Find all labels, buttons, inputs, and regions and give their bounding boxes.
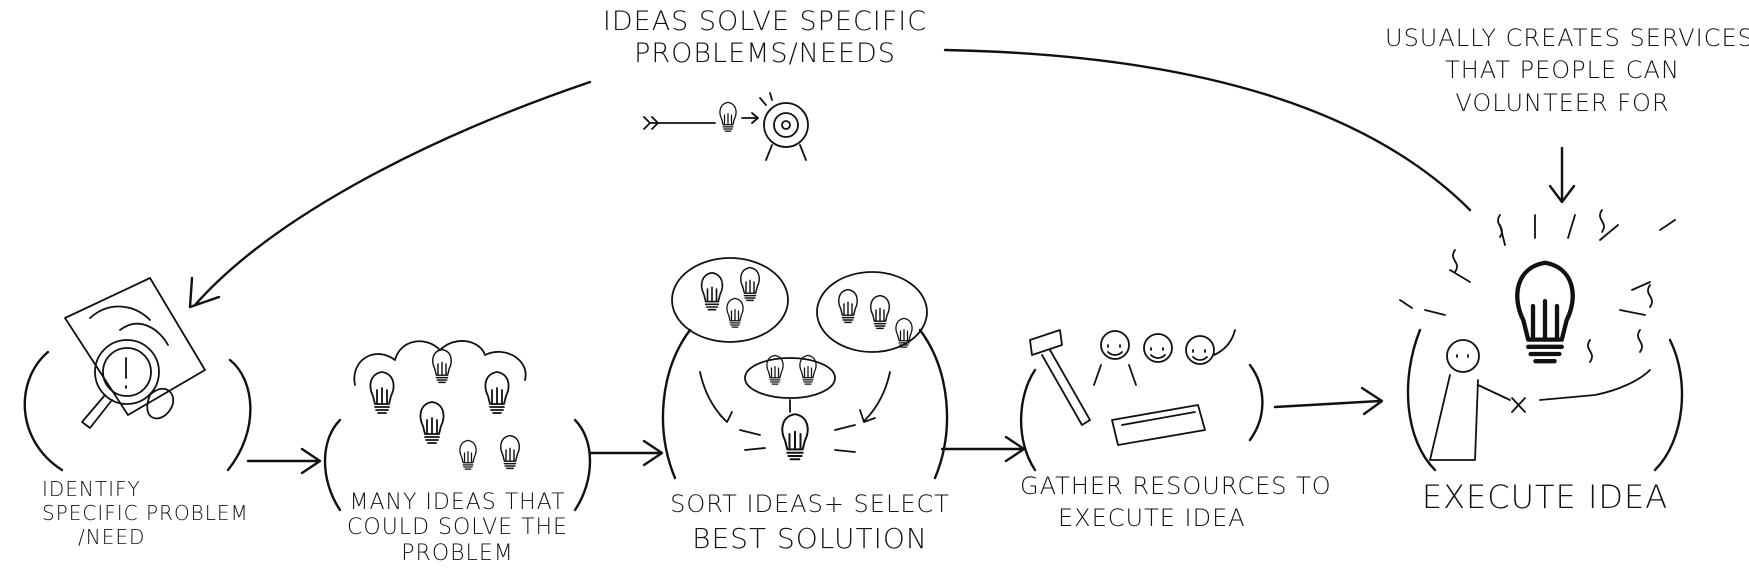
arrow-step3-to-step4 xyxy=(940,435,1026,463)
sort-ideas-illustration xyxy=(661,257,949,480)
arrow-step2-to-step3 xyxy=(588,439,664,467)
side-note-label: USUALLY CREATES SERVICES THAT PEOPLE CAN… xyxy=(1385,22,1749,119)
step-line: GATHER RESOURCES TO xyxy=(1020,472,1332,500)
connector-top-to-execute xyxy=(943,48,1472,212)
top-note-label: IDEAS SOLVE SPECIFIC PROBLEMS/NEEDS xyxy=(585,6,945,71)
step-many-ideas-label: MANY IDEAS THAT COULD SOLVE THE PROBLEM xyxy=(325,490,590,566)
arrow-step4-to-step5 xyxy=(1273,386,1384,416)
top-note-line: PROBLEMS/NEEDS xyxy=(634,38,896,70)
step-line: /NEED xyxy=(78,525,146,549)
step-line: EXECUTE IDEA xyxy=(1421,478,1669,516)
arrow-side-note-down xyxy=(1548,146,1576,204)
step-identify-label: IDENTIFY SPECIFIC PROBLEM /NEED xyxy=(30,477,249,549)
step-sort-ideas-label: SORT IDEAS+ SELECT BEST SOLUTION xyxy=(670,488,950,558)
arrow-bulb-target-icon xyxy=(643,92,809,161)
identify-problem-illustration xyxy=(23,277,252,472)
execute-idea-illustration xyxy=(1399,209,1684,472)
step-line: EXECUTE IDEA xyxy=(1058,504,1246,533)
step-line: BEST SOLUTION xyxy=(692,522,928,556)
step-line: SPECIFIC PROBLEM xyxy=(42,501,249,525)
side-note-line: VOLUNTEER FOR xyxy=(1455,88,1670,117)
side-note-line: USUALLY CREATES SERVICES xyxy=(1385,24,1749,52)
step-line: PROBLEM xyxy=(401,540,514,566)
step-line: SORT IDEAS+ SELECT xyxy=(670,490,950,518)
side-note-line: THAT PEOPLE CAN xyxy=(1445,56,1680,85)
gather-resources-illustration xyxy=(1019,329,1264,472)
many-ideas-illustration xyxy=(323,340,592,512)
arrow-step1-to-step2 xyxy=(246,447,322,475)
step-line: MANY IDEAS THAT xyxy=(349,490,566,515)
step-line: IDENTIFY xyxy=(42,477,141,501)
top-note-line: IDEAS SOLVE SPECIFIC xyxy=(602,6,928,37)
arrowhead-to-identify xyxy=(188,276,221,309)
arrow-to-identify xyxy=(193,80,592,307)
step-line: COULD SOLVE THE xyxy=(347,515,568,541)
step-execute-label: EXECUTE IDEA xyxy=(1395,478,1695,516)
step-gather-label: GATHER RESOURCES TO EXECUTE IDEA xyxy=(1020,470,1350,535)
